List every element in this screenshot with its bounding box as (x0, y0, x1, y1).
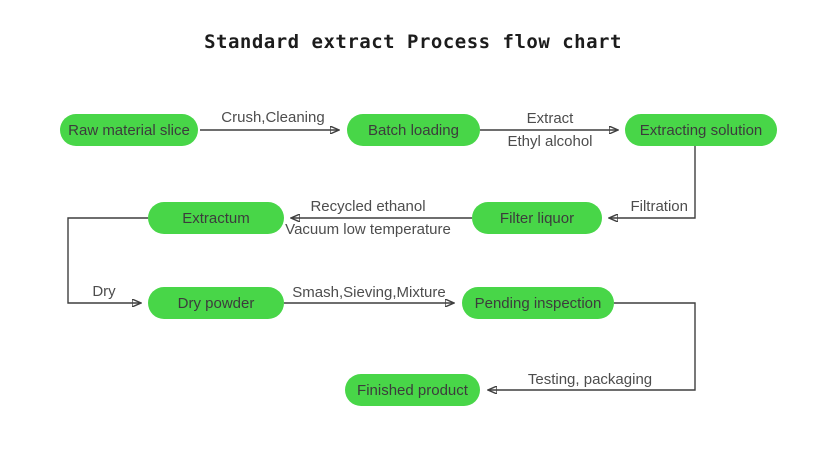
arrow-extractum-to-drypowder (67, 217, 148, 303)
arrow-pending-to-finished (489, 302, 696, 390)
node-extractum: Extractum (148, 202, 284, 234)
node-filter-liquor: Filter liquor (472, 202, 602, 234)
node-raw-material-slice: Raw material slice (60, 114, 198, 146)
edge-label-filtration: Filtration (630, 198, 688, 215)
node-dry-powder: Dry powder (148, 287, 284, 319)
node-pending-inspection: Pending inspection (462, 287, 614, 319)
edge-label-extract: Extract (526, 110, 574, 127)
edge-label-recycled-ethanol: Recycled ethanol (310, 198, 426, 215)
edge-label-ethyl-alcohol: Ethyl alcohol (507, 133, 593, 150)
edge-label-dry: Dry (92, 283, 116, 300)
page-title: Standard extract Process flow chart (204, 31, 622, 53)
arrow-extracting-to-filter (610, 146, 696, 218)
node-extracting-solution: Extracting solution (625, 114, 777, 146)
edge-label-crush-cleaning: Crush,Cleaning (221, 109, 325, 126)
edge-label-smash-sieving-mixture: Smash,Sieving,Mixture (292, 284, 446, 301)
node-finished-product: Finished product (345, 374, 480, 406)
edge-label-testing-packaging: Testing, packaging (527, 371, 653, 388)
edge-label-vacuum-low-temperature: Vacuum low temperature (285, 221, 451, 238)
node-batch-loading: Batch loading (347, 114, 480, 146)
